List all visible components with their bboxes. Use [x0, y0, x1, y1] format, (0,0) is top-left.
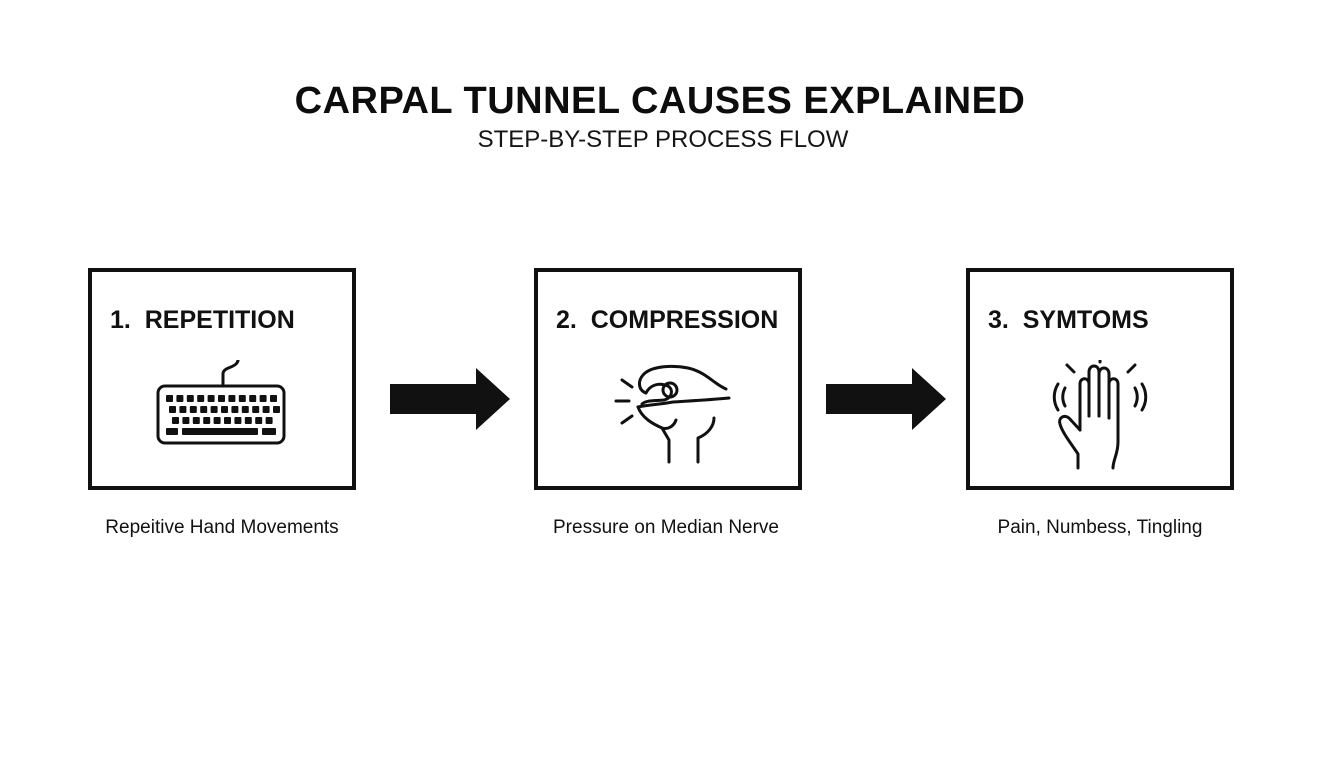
step-caption: Repeitive Hand Movements: [105, 517, 339, 538]
diagram-subtitle: STEP-BY-STEP PROCESS FLOW: [477, 126, 849, 153]
step-label: 3. SYMTOMS: [988, 306, 1149, 334]
keyboard-key: [262, 406, 270, 413]
keyboard-key: [228, 395, 236, 402]
pinching-hand-icon: [614, 364, 731, 464]
keyboard-key: [189, 406, 197, 413]
step-caption: Pain, Numbess, Tingling: [997, 517, 1203, 538]
step-label: 2. COMPRESSION: [556, 306, 779, 334]
keyboard-key: [200, 406, 208, 413]
step-caption: Pressure on Median Nerve: [553, 517, 779, 538]
keyboard-key: [259, 395, 267, 402]
step-label: 1. REPETITION: [110, 306, 295, 334]
keyboard-key: [166, 395, 173, 402]
keyboard-key: [218, 395, 225, 402]
keyboard-key: [234, 417, 242, 424]
tingling-hand-icon: [1052, 360, 1148, 470]
keyboard-key: [197, 395, 205, 402]
keyboard-key: [252, 406, 260, 413]
keyboard-key: [179, 406, 187, 413]
keyboard-key: [182, 417, 190, 424]
keyboard-key: [182, 428, 258, 435]
diagram-title: CARPAL TUNNEL CAUSES EXPLAINED: [294, 80, 1026, 122]
keyboard-key: [241, 406, 249, 413]
keyboard-key: [244, 417, 252, 424]
keyboard-icon: [156, 360, 286, 445]
keyboard-key: [265, 417, 273, 424]
keyboard-key: [172, 417, 179, 424]
keyboard-key: [249, 395, 257, 402]
keyboard-key: [192, 417, 200, 424]
step-box-repetition: 1. REPETITION: [88, 268, 356, 490]
keyboard-key: [186, 395, 194, 402]
keyboard-key: [203, 417, 211, 424]
keyboard-key: [238, 395, 246, 402]
step-box-symptoms: 3. SYMTOMS: [966, 268, 1234, 490]
keyboard-key: [213, 417, 221, 424]
keyboard-key: [273, 406, 280, 413]
keyboard-key: [169, 406, 176, 413]
keyboard-key: [224, 417, 231, 424]
keyboard-key: [270, 395, 277, 402]
right-arrow-icon: [826, 368, 946, 430]
keyboard-key: [210, 406, 218, 413]
right-arrow-icon: [390, 368, 510, 430]
keyboard-key: [255, 417, 263, 424]
keyboard-key: [221, 406, 228, 413]
keyboard-key: [176, 395, 184, 402]
keyboard-key: [207, 395, 215, 402]
step-box-compression: 2. COMPRESSION: [534, 268, 802, 490]
keyboard-key: [166, 428, 178, 435]
keyboard-key: [262, 428, 276, 435]
keyboard-key: [231, 406, 239, 413]
